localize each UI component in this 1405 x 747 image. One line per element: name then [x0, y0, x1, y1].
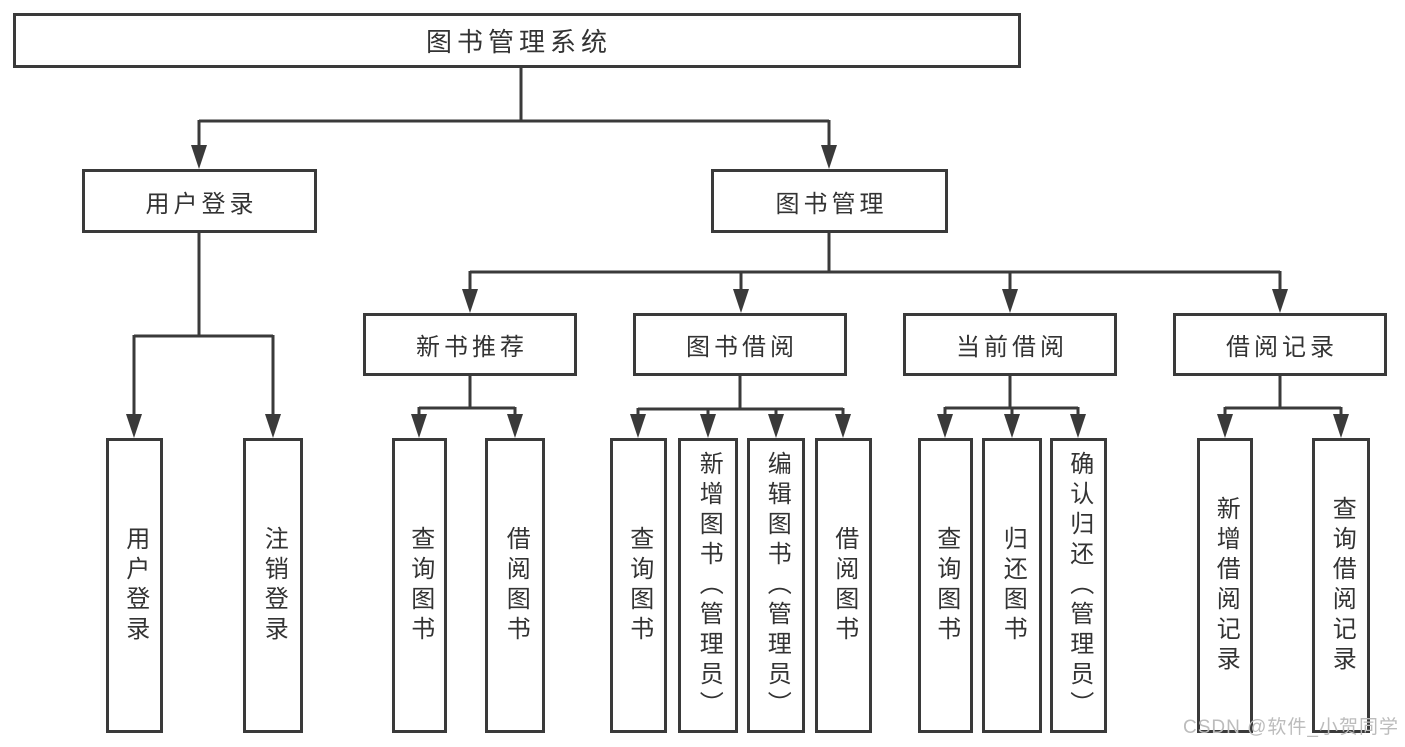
leaf-user-login: 用户登录 — [106, 438, 163, 733]
leaf-records-add-record-label: 新增借阅记录 — [1212, 495, 1240, 676]
leaf-logout-label: 注销登录 — [260, 525, 288, 646]
node-borrowing-records: 借阅记录 — [1173, 313, 1387, 376]
node-book-borrowing: 图书借阅 — [633, 313, 847, 376]
leaf-current-query-books-label: 查询图书 — [932, 525, 960, 646]
leaf-recommend-borrow-books: 借阅图书 — [485, 438, 545, 733]
node-new-book-recommend: 新书推荐 — [363, 313, 577, 376]
leaf-recommend-query-books-label: 查询图书 — [406, 525, 434, 646]
node-book-management: 图书管理 — [711, 169, 948, 233]
node-user-login: 用户登录 — [82, 169, 317, 233]
node-current-borrowing: 当前借阅 — [903, 313, 1117, 376]
node-library-system-label: 图书管理系统 — [425, 27, 612, 57]
node-new-book-recommend-label: 新书推荐 — [416, 334, 528, 361]
leaf-records-query-record-label: 查询借阅记录 — [1328, 495, 1356, 676]
leaf-borrow-query-books-label: 查询图书 — [625, 525, 653, 646]
leaf-current-confirm-return-admin: 确认归还（管理员） — [1050, 438, 1107, 733]
node-library-system: 图书管理系统 — [13, 13, 1021, 68]
leaf-borrow-borrow-books: 借阅图书 — [815, 438, 872, 733]
leaf-records-query-record: 查询借阅记录 — [1312, 438, 1370, 733]
node-user-login-label: 用户登录 — [145, 190, 258, 218]
leaf-records-add-record: 新增借阅记录 — [1197, 438, 1253, 733]
leaf-current-confirm-return-admin-label: 确认归还（管理员） — [1065, 450, 1093, 721]
leaf-borrow-add-books-admin: 新增图书（管理员） — [678, 438, 738, 733]
leaf-borrow-query-books: 查询图书 — [610, 438, 667, 733]
leaf-borrow-edit-books-admin: 编辑图书（管理员） — [747, 438, 805, 733]
node-book-borrowing-label: 图书借阅 — [686, 334, 798, 361]
leaf-current-return-books: 归还图书 — [982, 438, 1042, 733]
node-borrowing-records-label: 借阅记录 — [1226, 334, 1338, 361]
leaf-recommend-borrow-books-label: 借阅图书 — [502, 525, 530, 646]
node-current-borrowing-label: 当前借阅 — [956, 334, 1068, 361]
arrowheads — [126, 145, 1349, 438]
csdn-watermark: CSDN @软件_小贺同学 — [1183, 717, 1399, 738]
leaf-borrow-add-books-admin-label: 新增图书（管理员） — [695, 450, 723, 721]
node-book-management-label: 图书管理 — [775, 190, 888, 218]
leaf-logout: 注销登录 — [243, 438, 303, 733]
leaf-current-query-books: 查询图书 — [918, 438, 973, 733]
leaf-current-return-books-label: 归还图书 — [999, 525, 1027, 646]
leaf-recommend-query-books: 查询图书 — [392, 438, 447, 733]
leaf-user-login-label: 用户登录 — [121, 525, 149, 646]
leaf-borrow-borrow-books-label: 借阅图书 — [830, 525, 858, 646]
leaf-borrow-edit-books-admin-label: 编辑图书（管理员） — [763, 450, 791, 721]
